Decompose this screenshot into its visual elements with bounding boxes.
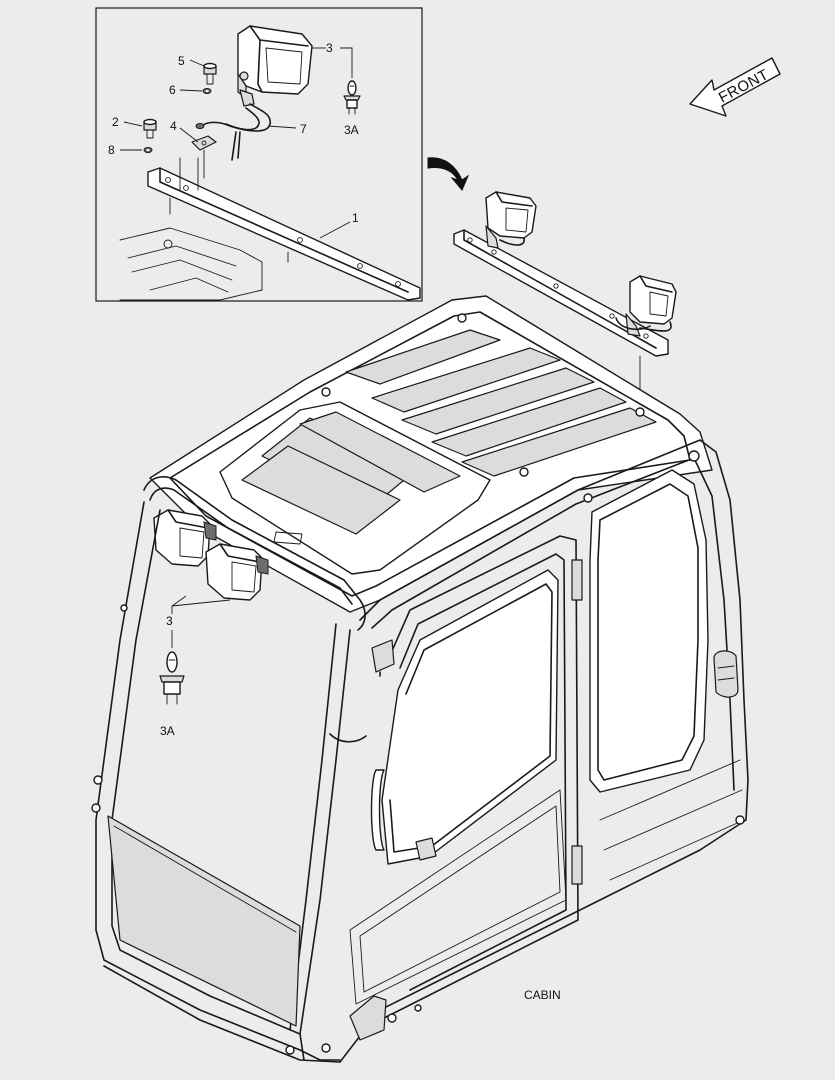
cabin-callouts: 3 3A [159, 595, 231, 738]
front-lamp-right [205, 543, 269, 601]
wire-harness [199, 103, 271, 161]
roof-ribs [321, 313, 657, 477]
small-bracket [179, 135, 217, 191]
callout-7: 7 [300, 122, 307, 136]
mounting-bracket [147, 167, 421, 301]
callout-8: 8 [108, 143, 115, 157]
cabin-bulb-3a [159, 651, 185, 705]
callout-3a-cabin: 3A [160, 724, 175, 738]
front-guard [143, 476, 366, 631]
detail-inset: 5 6 2 8 4 7 3 3A 1 [95, 7, 423, 302]
callout-1: 1 [352, 211, 359, 225]
callout-4: 4 [170, 119, 177, 133]
skylight [219, 401, 491, 575]
front-direction-arrow: FRONT [689, 57, 781, 117]
detail-pointer-arrow [427, 157, 470, 191]
roof-lamp-assembly [453, 191, 677, 411]
front-frame [91, 501, 351, 1061]
cabin-body [91, 295, 749, 1063]
bolt-5 [203, 62, 217, 85]
cabin-side [329, 439, 749, 1063]
diagram-caption: CABIN [524, 988, 561, 1002]
callout-3-inset: 3 [326, 41, 333, 55]
front-label: FRONT [716, 66, 772, 106]
washer-6 [202, 88, 212, 94]
inset-bulb-3a [340, 47, 361, 115]
callout-3a-inset: 3A [344, 123, 359, 137]
callout-3-cabin: 3 [166, 614, 173, 628]
callout-6: 6 [169, 83, 176, 97]
callout-5: 5 [178, 54, 185, 68]
inset-roof-corner [119, 227, 263, 301]
inset-work-lamp [237, 25, 313, 107]
washer-inset-small [195, 123, 205, 129]
washer-8 [143, 147, 153, 153]
front-lamp-left [153, 509, 217, 567]
bolt-2 [143, 118, 157, 139]
callout-2: 2 [112, 115, 119, 129]
